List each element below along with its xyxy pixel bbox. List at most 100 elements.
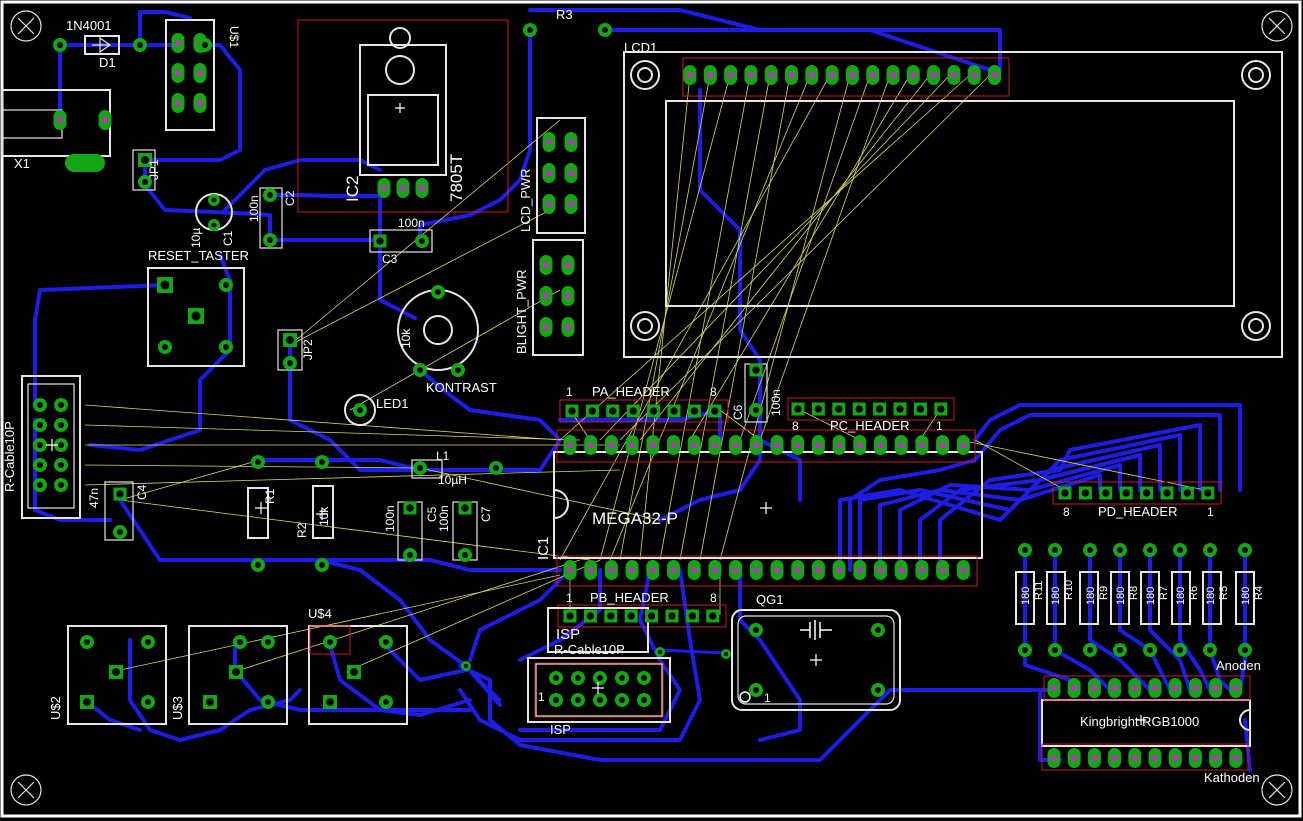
pad-hole — [37, 442, 43, 448]
pad-drill — [174, 39, 182, 47]
label-c2: C2 — [283, 190, 297, 206]
label-pc-pin8: 8 — [792, 419, 799, 433]
pad-drill — [732, 441, 739, 449]
pad-drill — [753, 441, 760, 449]
label-c2-value: 100n — [247, 195, 261, 222]
pad-drill — [1151, 684, 1159, 692]
pad-drill — [768, 71, 775, 79]
label-anoden: Anoden — [1216, 658, 1261, 673]
label-pc-header: PC_HEADER — [830, 418, 909, 433]
pad-drill — [608, 441, 615, 449]
label-pa-pin1: 1 — [566, 385, 573, 399]
pad-hole — [1117, 547, 1123, 553]
pad-drill — [1192, 684, 1199, 692]
lcd-mount-hole — [637, 67, 653, 83]
pad-drill — [808, 71, 815, 79]
pad-drill — [898, 566, 905, 574]
pad-drill — [960, 441, 967, 449]
resistor-value: 180 — [1205, 587, 1217, 605]
pad-hole — [1022, 647, 1028, 653]
pad-drill — [971, 71, 978, 79]
pad-hole — [1242, 547, 1248, 553]
pad-hole — [326, 698, 334, 706]
pad-hole — [566, 612, 574, 620]
pad-hole — [814, 405, 823, 413]
pad-drill — [608, 566, 615, 574]
pad-hole — [835, 405, 843, 413]
pad-drill — [196, 99, 204, 107]
pad-hole — [641, 697, 647, 703]
pad-drill — [849, 71, 856, 79]
pad-drill — [732, 566, 739, 574]
mounting-holes — [10, 10, 1293, 806]
pad-drill — [418, 184, 426, 192]
label-c1-value: 10µ — [189, 228, 203, 248]
pad-drill — [930, 71, 937, 79]
pad-hole — [141, 156, 149, 164]
pad-hole — [223, 344, 229, 350]
pad-drill — [649, 566, 656, 574]
label-r2-value: 10k — [317, 506, 331, 526]
silkscreen — [1, 19, 1283, 771]
pad-hole — [57, 42, 63, 48]
pad-drill — [828, 71, 836, 79]
pad-drill — [1212, 754, 1219, 762]
pad-hole — [319, 562, 325, 568]
pad-drill — [542, 323, 550, 331]
pad-hole — [794, 405, 802, 413]
pad-hole — [327, 639, 333, 645]
label-c7: C7 — [479, 506, 493, 522]
pad-drill — [566, 441, 574, 449]
pad-hole — [319, 459, 325, 465]
pad-hole — [211, 222, 217, 228]
pad-drill — [691, 566, 698, 574]
pad-drill — [399, 184, 407, 192]
pad-hole — [1177, 547, 1183, 553]
label-reset: RESET_TASTER — [148, 248, 249, 263]
pad-drill — [1071, 754, 1078, 762]
pad-hole — [609, 407, 617, 415]
pad-drill — [649, 441, 656, 449]
pad-hole — [1087, 547, 1093, 553]
pad-drill — [773, 566, 781, 574]
pad-hole — [619, 697, 625, 703]
pad-hole — [83, 698, 91, 706]
label-led1: LED1 — [376, 396, 409, 411]
pad-drill — [918, 566, 926, 574]
pad-drill — [101, 116, 109, 124]
pad-hole — [690, 407, 699, 415]
label-pb-header: PB_HEADER — [590, 590, 669, 605]
pad-drill — [815, 441, 822, 449]
pad-hole — [709, 612, 717, 620]
pad-hole — [191, 311, 201, 321]
pad-hole — [350, 668, 358, 676]
pad-drill — [174, 69, 182, 77]
pad-hole — [162, 344, 168, 350]
label-ic2: IC2 — [343, 176, 362, 202]
pad-drill — [567, 169, 575, 177]
pad-hole — [211, 197, 217, 203]
pad-hole — [383, 639, 389, 645]
pad-hole — [116, 490, 124, 498]
pad-hole — [588, 407, 597, 415]
pad-hole — [753, 627, 759, 633]
label-l1-value: 10µH — [438, 473, 467, 487]
pad-hole — [286, 336, 294, 344]
pad-drill — [753, 566, 760, 574]
pad-hole — [419, 238, 425, 244]
label-d1-part: 1N4001 — [66, 18, 112, 33]
pad-drill — [877, 441, 884, 449]
pad-drill — [815, 566, 822, 574]
pad-hole — [1117, 647, 1123, 653]
pad-hole — [1204, 489, 1212, 497]
pad-hole — [668, 612, 676, 620]
pad-hole — [232, 668, 240, 676]
label-ic2-value: 7805T — [447, 154, 466, 202]
pad-hole — [875, 627, 881, 633]
resistor-value: 180 — [1175, 587, 1187, 605]
pad-drill — [1172, 684, 1179, 692]
label-ic1: IC1 — [535, 537, 552, 560]
pad-hole — [1081, 489, 1090, 497]
pad-hole — [255, 459, 261, 465]
pad-drill — [1050, 684, 1058, 692]
